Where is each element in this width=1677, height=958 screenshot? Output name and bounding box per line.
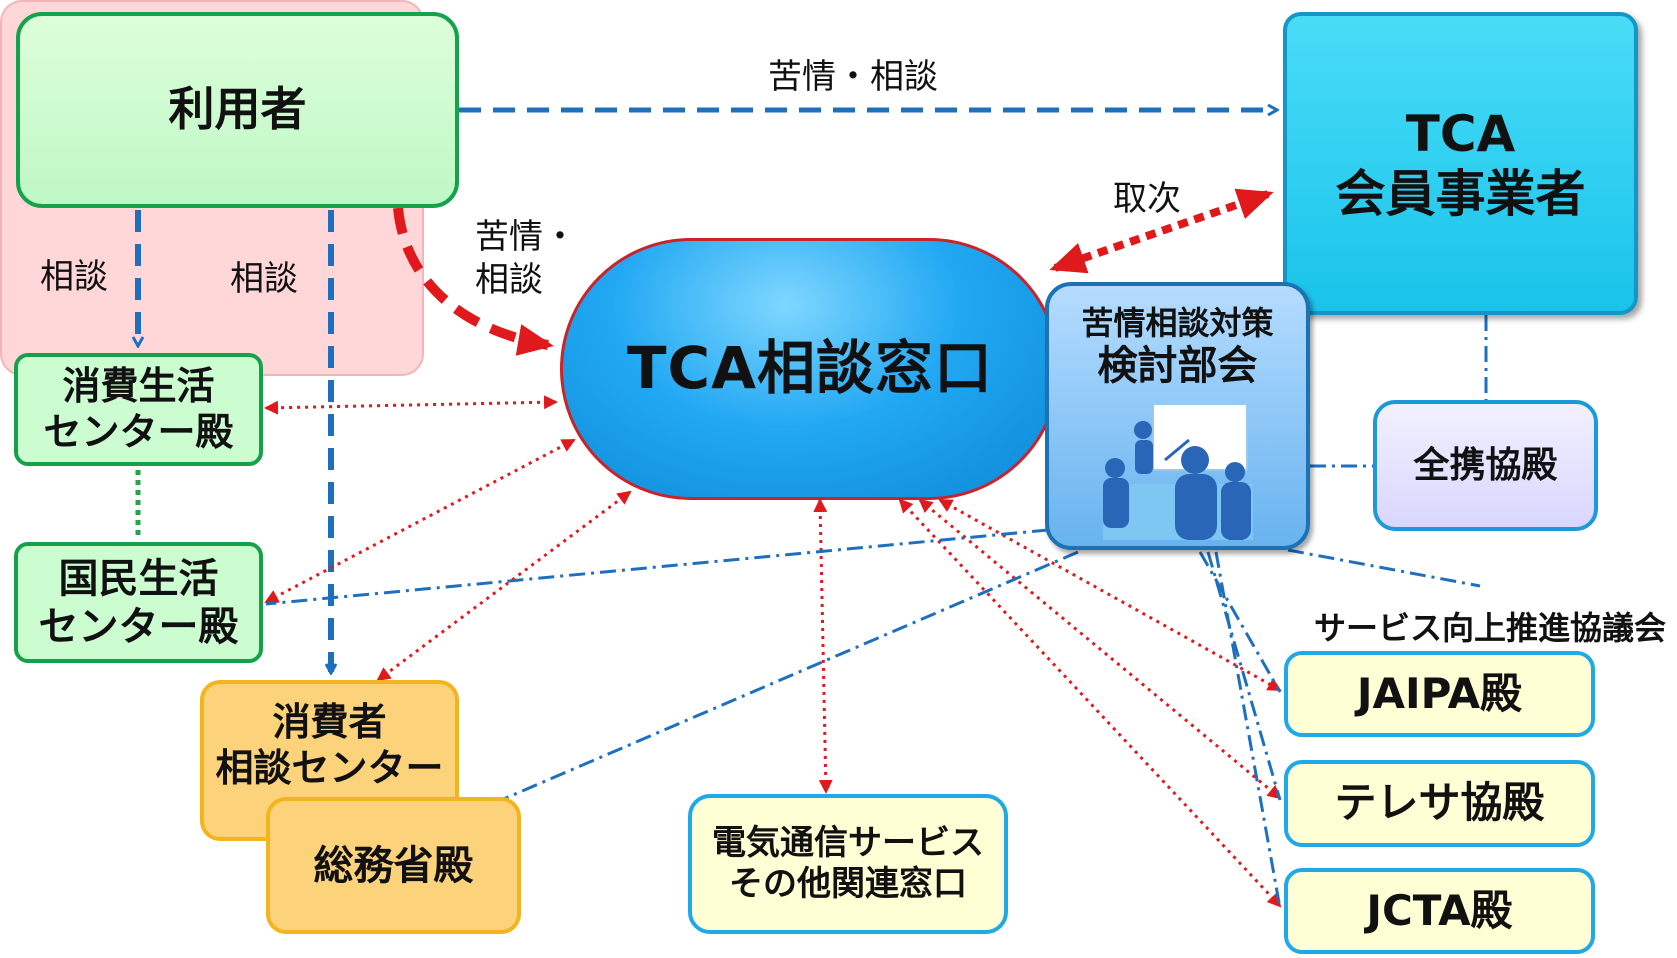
label-sodan-mid: 相談 [230, 259, 298, 299]
label-toritsugi: 取次 [1113, 179, 1181, 219]
denki-node: 電気通信サービス その他関連窓口 [688, 794, 1008, 934]
council-title: サービス向上推進協議会 [1313, 609, 1666, 647]
somu-node: 総務省殿 [266, 797, 521, 934]
label-complaint-top: 苦情・相談 [768, 57, 938, 97]
tca-window-node: TCA相談窓口 [560, 238, 1060, 500]
label-complaint-mid: 苦情・ 相談 [475, 217, 577, 300]
shohi-center-node: 消費生活 センター殿 [14, 353, 263, 466]
jaipa-node: JAIPA殿 [1284, 651, 1595, 737]
edge-kentou-jaipa [1198, 551, 1282, 693]
edge-kentou-somu [491, 550, 1079, 806]
meeting-illustration-icon [1102, 403, 1253, 541]
edge-tca-consumer [376, 490, 632, 682]
edge-tca-shohi [264, 395, 558, 415]
edge-tca-denki [813, 498, 833, 794]
edge-kentou-kokumin [265, 528, 1049, 606]
user-node: 利用者 [16, 12, 459, 208]
jcta-node: JCTA殿 [1284, 868, 1595, 954]
edge-kentou-jcta [1214, 551, 1282, 909]
kentou-title-line1: 苦情相談対策 [1081, 304, 1274, 342]
kentou-bukai-node: 苦情相談対策 検討部会 [1045, 282, 1310, 550]
label-sodan-left: 相談 [40, 257, 108, 297]
edge-member-tca [1049, 188, 1274, 274]
edge-kentou-council [1287, 548, 1481, 588]
edge-tca-kokumin [264, 438, 576, 604]
kokumin-center-node: 国民生活 センター殿 [14, 542, 263, 663]
kentou-title-line2: 検討部会 [1097, 343, 1258, 390]
edge-user-tca [393, 207, 554, 356]
edge-kentou-telesa [1206, 551, 1282, 801]
zenkei-node: 全携協殿 [1373, 400, 1598, 531]
telesa-node: テレサ協殿 [1284, 760, 1595, 847]
member-node: TCA 会員事業者 [1283, 12, 1638, 315]
